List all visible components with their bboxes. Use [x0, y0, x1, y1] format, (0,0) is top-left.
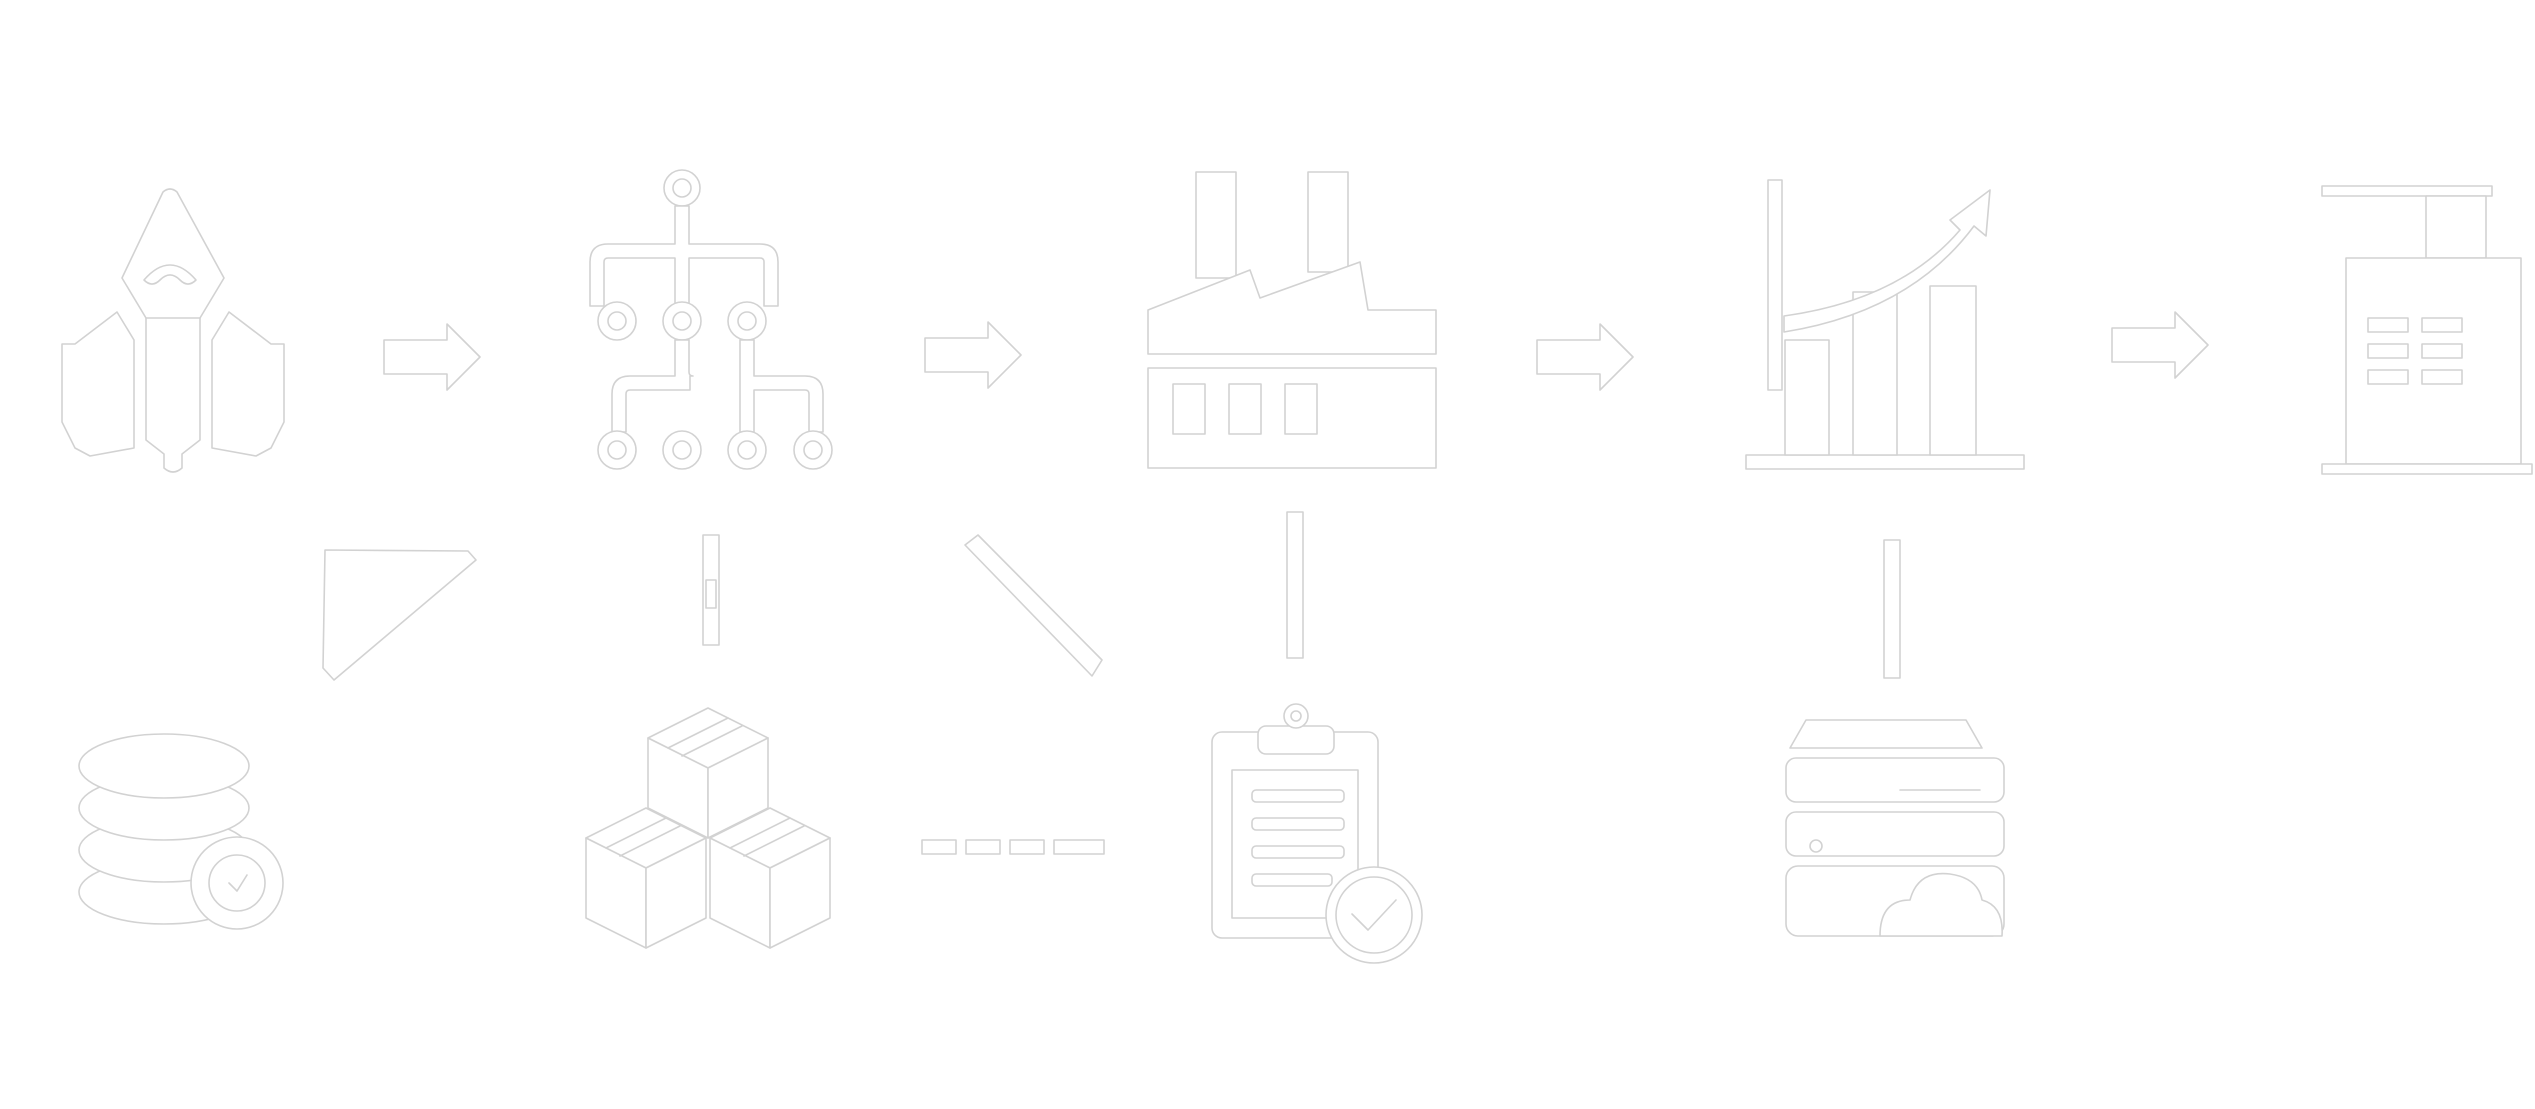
connector-line-growth-cloud: [1883, 539, 1901, 679]
connector-line-factory-checklist: [1286, 511, 1304, 659]
org-hierarchy-icon: [589, 169, 833, 470]
arrow-connector-3: [1536, 323, 1634, 391]
connector-line-hierarchy-boxes: [702, 534, 720, 646]
database-coins-icon: [78, 733, 284, 930]
clipboard-check-icon: [1211, 703, 1423, 964]
cloud-server-icon: [1785, 719, 2005, 937]
dashed-connector: [921, 839, 1105, 855]
arrow-connector-1: [383, 323, 481, 391]
arrow-connector-2: [924, 321, 1022, 389]
factory-icon: [1147, 171, 1437, 469]
rocket-icon: [61, 188, 285, 473]
arrow-connector-4: [2111, 311, 2209, 379]
office-building-icon: [2321, 185, 2533, 475]
stacked-boxes-icon: [585, 707, 831, 949]
connector-line-hierarchy-data: [322, 549, 477, 681]
growth-chart-icon: [1745, 179, 2025, 470]
connector-line-hierarchy-checklist: [964, 534, 1103, 677]
